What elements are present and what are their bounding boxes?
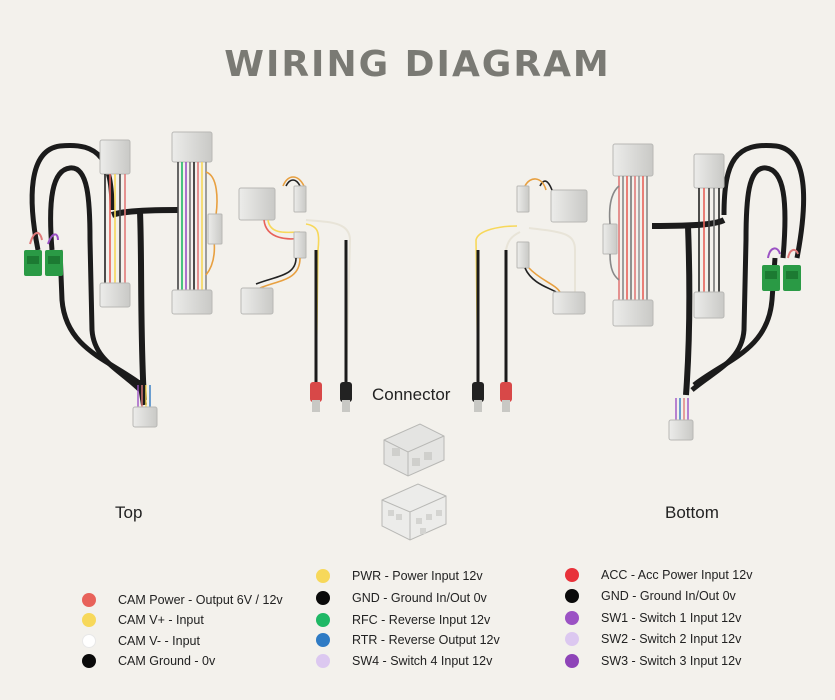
legend-text: RTR - Reverse Output 12v [352, 633, 500, 647]
legend-dot [565, 611, 579, 625]
legend-item: RTR - Reverse Output 12v [316, 633, 500, 647]
connector-label: Connector [372, 385, 451, 404]
legend-text: CAM V+ - Input [118, 613, 204, 627]
legend-item: RFC - Reverse Input 12v [316, 613, 490, 627]
top-label: Top [115, 503, 143, 522]
legend-dot [82, 593, 96, 607]
legend-item: ACC - Acc Power Input 12v [565, 568, 752, 582]
top-harness [24, 131, 223, 428]
legend-text: RFC - Reverse Input 12v [352, 613, 491, 627]
legend-text: GND - Ground In/Out 0v [601, 589, 736, 603]
legend-item: CAM V+ - Input [82, 613, 204, 627]
legend-text: SW4 - Switch 4 Input 12v [352, 654, 493, 668]
legend-dot [316, 633, 330, 647]
legend-text: ACC - Acc Power Input 12v [601, 568, 753, 582]
legend-dot [82, 654, 96, 668]
legend-dot [316, 613, 330, 627]
legend-text: SW1 - Switch 1 Input 12v [601, 611, 742, 625]
legend-dot [82, 613, 96, 627]
bottom-label: Bottom [665, 503, 719, 522]
diagram-title: WIRING DIAGRAM [224, 44, 611, 85]
legend-text: SW3 - Switch 3 Input 12v [601, 654, 742, 668]
bottom-relay-harness [472, 178, 588, 412]
legend-text: SW2 - Switch 2 Input 12v [601, 632, 742, 646]
legend-dot [316, 591, 330, 605]
legend-item: SW1 - Switch 1 Input 12v [565, 611, 741, 625]
legend-dot [316, 654, 330, 668]
legend-item: GND - Ground In/Out 0v [565, 589, 736, 603]
legend-item: SW3 - Switch 3 Input 12v [565, 654, 741, 668]
legend-item: CAM V- - Input [82, 634, 200, 648]
legend-dot [316, 569, 330, 583]
connector-illustration [381, 423, 447, 541]
top-relay-harness [238, 176, 352, 412]
legend-text: CAM Power - Output 6V / 12v [118, 593, 283, 607]
bottom-harness [602, 142, 807, 441]
legend-dot [565, 568, 579, 582]
legend-dot [82, 634, 96, 648]
legend-item: GND - Ground In/Out 0v [316, 591, 487, 605]
legend-text: PWR - Power Input 12v [352, 569, 483, 583]
legend-text: CAM V- - Input [118, 634, 200, 648]
legend-dot [565, 654, 579, 668]
legend-item: CAM Power - Output 6V / 12v [82, 593, 283, 607]
legend-dot [565, 632, 579, 646]
legend-dot [565, 589, 579, 603]
legend-text: CAM Ground - 0v [118, 654, 216, 668]
legend-item: SW2 - Switch 2 Input 12v [565, 632, 741, 646]
legend-item: PWR - Power Input 12v [316, 569, 483, 583]
legend-text: GND - Ground In/Out 0v [352, 591, 487, 605]
legend-item: SW4 - Switch 4 Input 12v [316, 654, 492, 668]
legend-item: CAM Ground - 0v [82, 654, 215, 668]
